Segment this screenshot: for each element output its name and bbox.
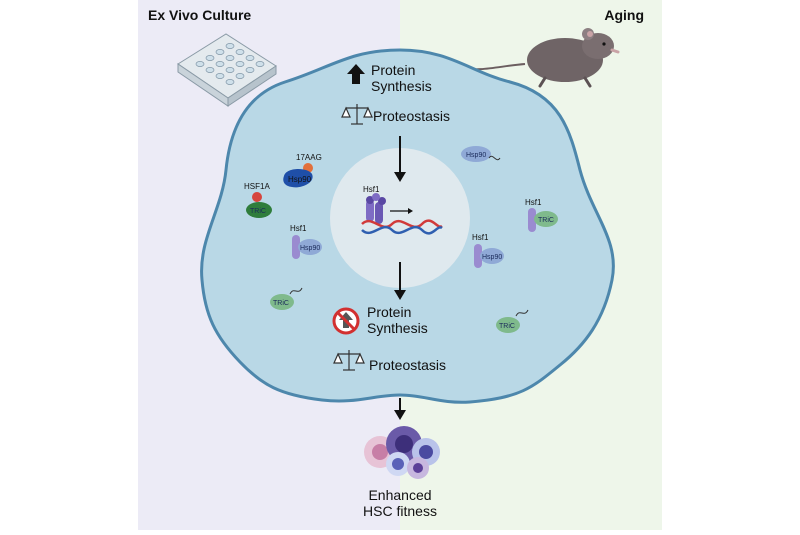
bottom-synthesis-line1: Protein (367, 304, 411, 320)
dna-helix-icon (361, 219, 443, 235)
tric-free-left-icon: TRiC (270, 287, 303, 310)
aging-title: Aging (604, 7, 644, 23)
hsp90-inhibited-label: Hsp90 (288, 175, 312, 184)
drug-17aag-label: 17AAG (296, 153, 322, 162)
drug-hsf1a-label: HSF1A (244, 182, 270, 191)
top-synthesis-line2: Synthesis (371, 78, 432, 94)
balance-scale-icon (341, 104, 373, 125)
well-plate-icon (177, 33, 277, 107)
balance-scale-icon (333, 350, 365, 371)
arrow-to-nucleus (394, 136, 406, 182)
no-synthesis-icon (332, 307, 360, 335)
tric-inhibited-label: TRiC (250, 208, 266, 215)
up-arrow-icon (347, 64, 365, 84)
hsp90-left-label: Hsp90 (300, 245, 320, 252)
hsf1-hsp90-left-complex: Hsp90 (292, 235, 322, 259)
hsf1-trimer-icon (366, 193, 386, 224)
hsp90-inhibited-icon: Hsp90 (283, 168, 313, 188)
hsf1-tric-label: Hsf1 (525, 198, 542, 207)
tric-1-label: TRiC (538, 217, 554, 224)
hsp90-free-icon: Hsp90 (461, 146, 501, 162)
hsf1-hsp90-left-label: Hsf1 (290, 224, 307, 233)
arrow-from-nucleus (394, 262, 406, 300)
tric-3-label: TRiC (499, 323, 515, 330)
nucleus (330, 148, 470, 288)
hsf1-hsp90-right-complex: Hsp90 (474, 244, 504, 268)
top-synthesis-line1: Protein (371, 62, 415, 78)
outcome-line1: Enhanced (368, 487, 431, 503)
ex-vivo-title: Ex Vivo Culture (148, 7, 251, 23)
nucleus-hsf1-label: Hsf1 (363, 185, 380, 194)
outcome-line2: HSC fitness (363, 503, 437, 519)
drug-hsf1a-icon (252, 192, 262, 202)
hsp90-right-label: Hsp90 (482, 254, 502, 261)
tric-2-label: TRiC (273, 300, 289, 307)
transcription-arrow (390, 208, 413, 214)
bottom-proteostasis: Proteostasis (369, 357, 446, 373)
hsp90-free-label: Hsp90 (466, 152, 486, 159)
arrow-to-outcome (394, 398, 406, 420)
hsf1-tric-complex: TRiC (528, 208, 558, 232)
top-proteostasis: Proteostasis (373, 108, 450, 124)
hsf1-hsp90-right-label: Hsf1 (472, 233, 489, 242)
bottom-synthesis-line2: Synthesis (367, 320, 428, 336)
tric-inhibited-icon: TRiC (246, 202, 272, 218)
blood-cells-icon (364, 426, 440, 479)
tric-free-right-icon: TRiC (496, 309, 529, 333)
